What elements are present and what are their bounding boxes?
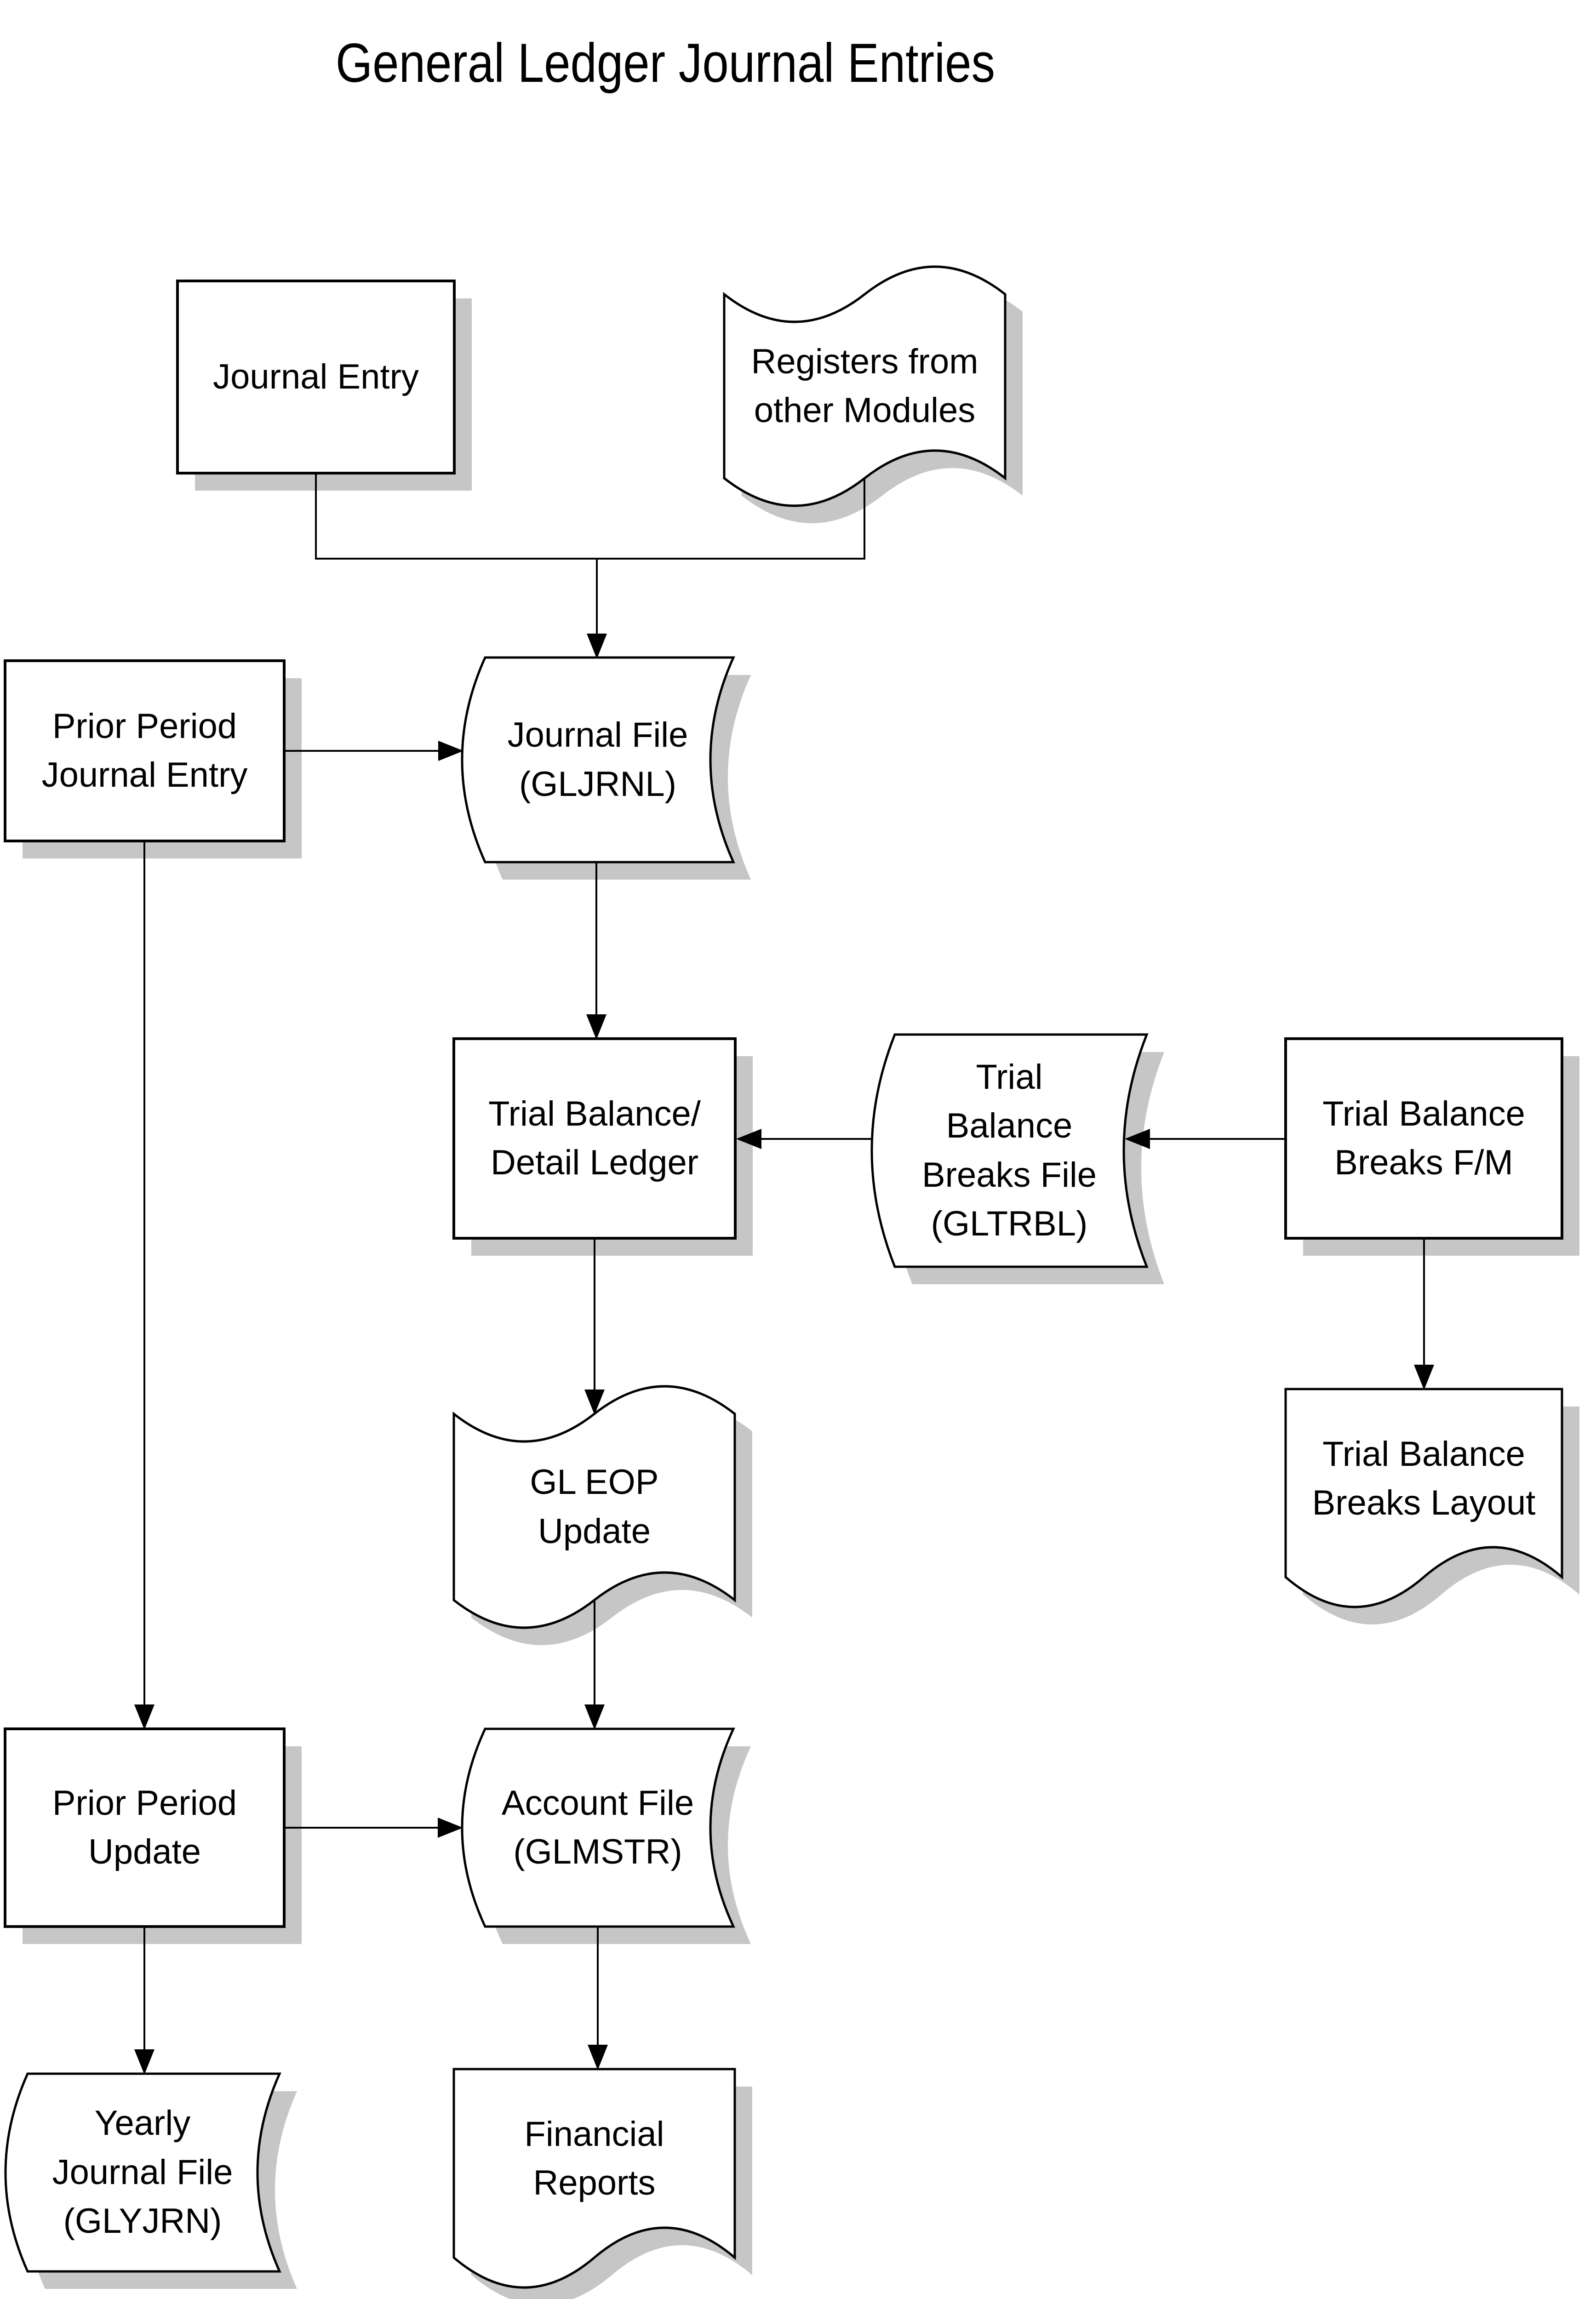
account-file-shape xyxy=(461,1727,751,1944)
prior-period-journal-entry-label: Prior Period Journal Entry xyxy=(41,706,248,795)
connector-merge-line xyxy=(315,473,865,560)
arrowhead-into-account-file-top xyxy=(584,1704,605,1730)
arrowhead-into-breaks-file xyxy=(1125,1129,1150,1149)
prior-period-journal-entry-rect xyxy=(4,659,286,842)
connector-sources-merge xyxy=(315,473,865,560)
financial-reports-shape xyxy=(452,2068,752,2299)
registers-tape xyxy=(723,265,1007,507)
trial-balance-breaks-fm-rect xyxy=(1284,1037,1563,1240)
gl-eop-update-shape xyxy=(452,1385,752,1645)
trial-balance-breaks-layout-shape xyxy=(1284,1388,1579,1624)
page-title: General Ledger Journal Entries xyxy=(335,32,995,94)
gl-eop-update-tape xyxy=(452,1385,736,1629)
prior-period-update-shape xyxy=(4,1727,302,1944)
trial-balance-breaks-fm-label: Trial Balance Breaks F/M xyxy=(1322,1094,1525,1182)
connector-prior-period-journal-entry-to-journal-file xyxy=(284,741,463,761)
connector-trial-balance-to-gl-eop xyxy=(584,1237,605,1415)
connector-breaks-fm-to-breaks-file xyxy=(1125,1129,1286,1149)
arrowhead-into-breaks-layout xyxy=(1414,1365,1434,1390)
connector-account-file-to-financial-reports xyxy=(588,1926,608,2070)
trial-balance-breaks-file-stored-data xyxy=(870,1033,1149,1268)
journal-entry-rect xyxy=(176,280,456,475)
arrowhead-into-journal-file xyxy=(587,634,607,659)
connector-merge-to-journal-file xyxy=(587,559,607,659)
connector-prior-period-update-to-account-file xyxy=(284,1818,463,1838)
financial-reports-document xyxy=(452,2068,736,2289)
registers-label: Registers from other Modules xyxy=(751,342,978,430)
arrowhead-into-account-file-left xyxy=(438,1818,463,1838)
registers-shape xyxy=(723,265,1023,523)
connector-gl-eop-to-account-file xyxy=(584,1599,605,1730)
connector-breaks-file-to-trial-balance xyxy=(736,1129,872,1149)
arrowhead-into-journal-file-left xyxy=(438,741,463,761)
connector-journal-file-to-trial-balance xyxy=(586,861,606,1040)
trial-balance-breaks-file-label: Trial Balance Breaks File (GLTRBL) xyxy=(921,1057,1097,1243)
prior-period-journal-entry-shape xyxy=(4,659,302,858)
arrowhead-into-yearly-journal-file xyxy=(134,2049,154,2075)
account-file-label: Account File (GLMSTR) xyxy=(501,1783,694,1871)
arrowhead-into-trial-balance-right xyxy=(736,1129,761,1149)
trial-balance-detail-ledger-shape xyxy=(452,1037,753,1256)
yearly-journal-file-label: Yearly Journal File (GLYJRN) xyxy=(52,2104,233,2241)
journal-entry-label: Journal Entry xyxy=(213,357,419,396)
arrowhead-into-trial-balance xyxy=(586,1014,606,1040)
financial-reports-label: Financial Reports xyxy=(524,2114,664,2202)
arrowhead-into-gl-eop xyxy=(584,1390,605,1415)
connector-breaks-fm-to-breaks-layout xyxy=(1414,1237,1434,1390)
trial-balance-detail-ledger-label: Trial Balance/ Detail Ledger xyxy=(488,1094,701,1182)
trial-balance-breaks-layout-document xyxy=(1284,1388,1563,1608)
gl-eop-update-label: GL EOP Update xyxy=(530,1463,659,1551)
journal-file-stored-data xyxy=(461,656,735,864)
journal-file-shape xyxy=(461,656,751,880)
trial-balance-breaks-layout-label: Trial Balance Breaks Layout xyxy=(1312,1434,1536,1522)
arrowhead-into-financial-reports xyxy=(588,2045,608,2070)
account-file-stored-data xyxy=(461,1727,735,1928)
trial-balance-breaks-file-shape xyxy=(870,1033,1164,1284)
yearly-journal-file-shape xyxy=(4,2072,297,2289)
journal-file-label: Journal File (GLJRNL) xyxy=(507,715,688,804)
connector-prior-period-update-to-yearly-journal-file xyxy=(134,1926,154,2075)
trial-balance-breaks-fm-shape xyxy=(1284,1037,1579,1256)
yearly-journal-file-stored-data xyxy=(4,2072,281,2273)
connector-prior-period-journal-entry-to-prior-period-update xyxy=(134,840,154,1730)
arrowhead-into-prior-period-update xyxy=(134,1704,154,1730)
prior-period-update-rect xyxy=(4,1727,286,1928)
prior-period-update-label: Prior Period Update xyxy=(52,1783,237,1871)
journal-entry-shape xyxy=(176,280,472,491)
